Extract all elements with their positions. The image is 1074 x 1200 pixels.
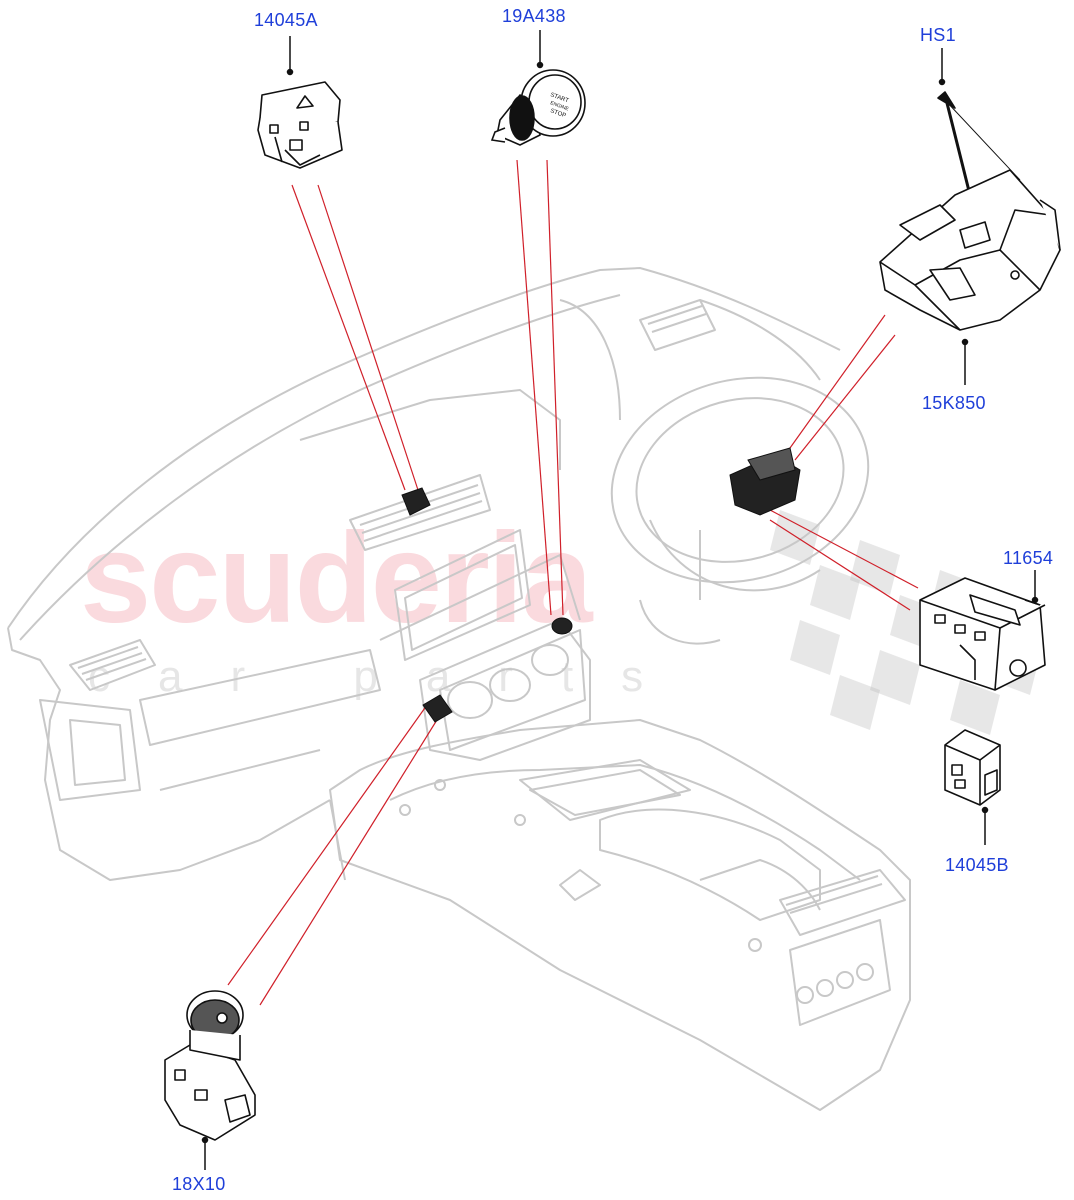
callout-label-11654[interactable]: 11654 [1003, 548, 1054, 568]
callout-label-15K850[interactable]: 15K850 [922, 393, 986, 413]
installed-parts-highlight [401, 447, 801, 723]
column-switch-module-part [879, 91, 1061, 331]
callout-label-19A438[interactable]: 19A438 [502, 6, 566, 26]
hazard-switch-part [257, 81, 343, 169]
callout-label-HS1[interactable]: HS1 [920, 25, 956, 45]
start-button-text-3: STOP [549, 108, 566, 119]
leader-lines [227, 159, 919, 1006]
callout-label-14045B[interactable]: 14045B [945, 855, 1009, 875]
start-stop-button-part: START ENGINE STOP [490, 69, 586, 146]
switch-housing-part [919, 577, 1046, 691]
small-switch-part [944, 729, 1001, 806]
callout-label-18X10[interactable]: 18X10 [172, 1174, 226, 1194]
dashboard-outline [7, 267, 911, 1111]
rotary-knob-switch-part [164, 990, 256, 1141]
callout-label-14045A[interactable]: 14045A [254, 10, 318, 30]
callout-stems [201, 30, 1039, 1170]
